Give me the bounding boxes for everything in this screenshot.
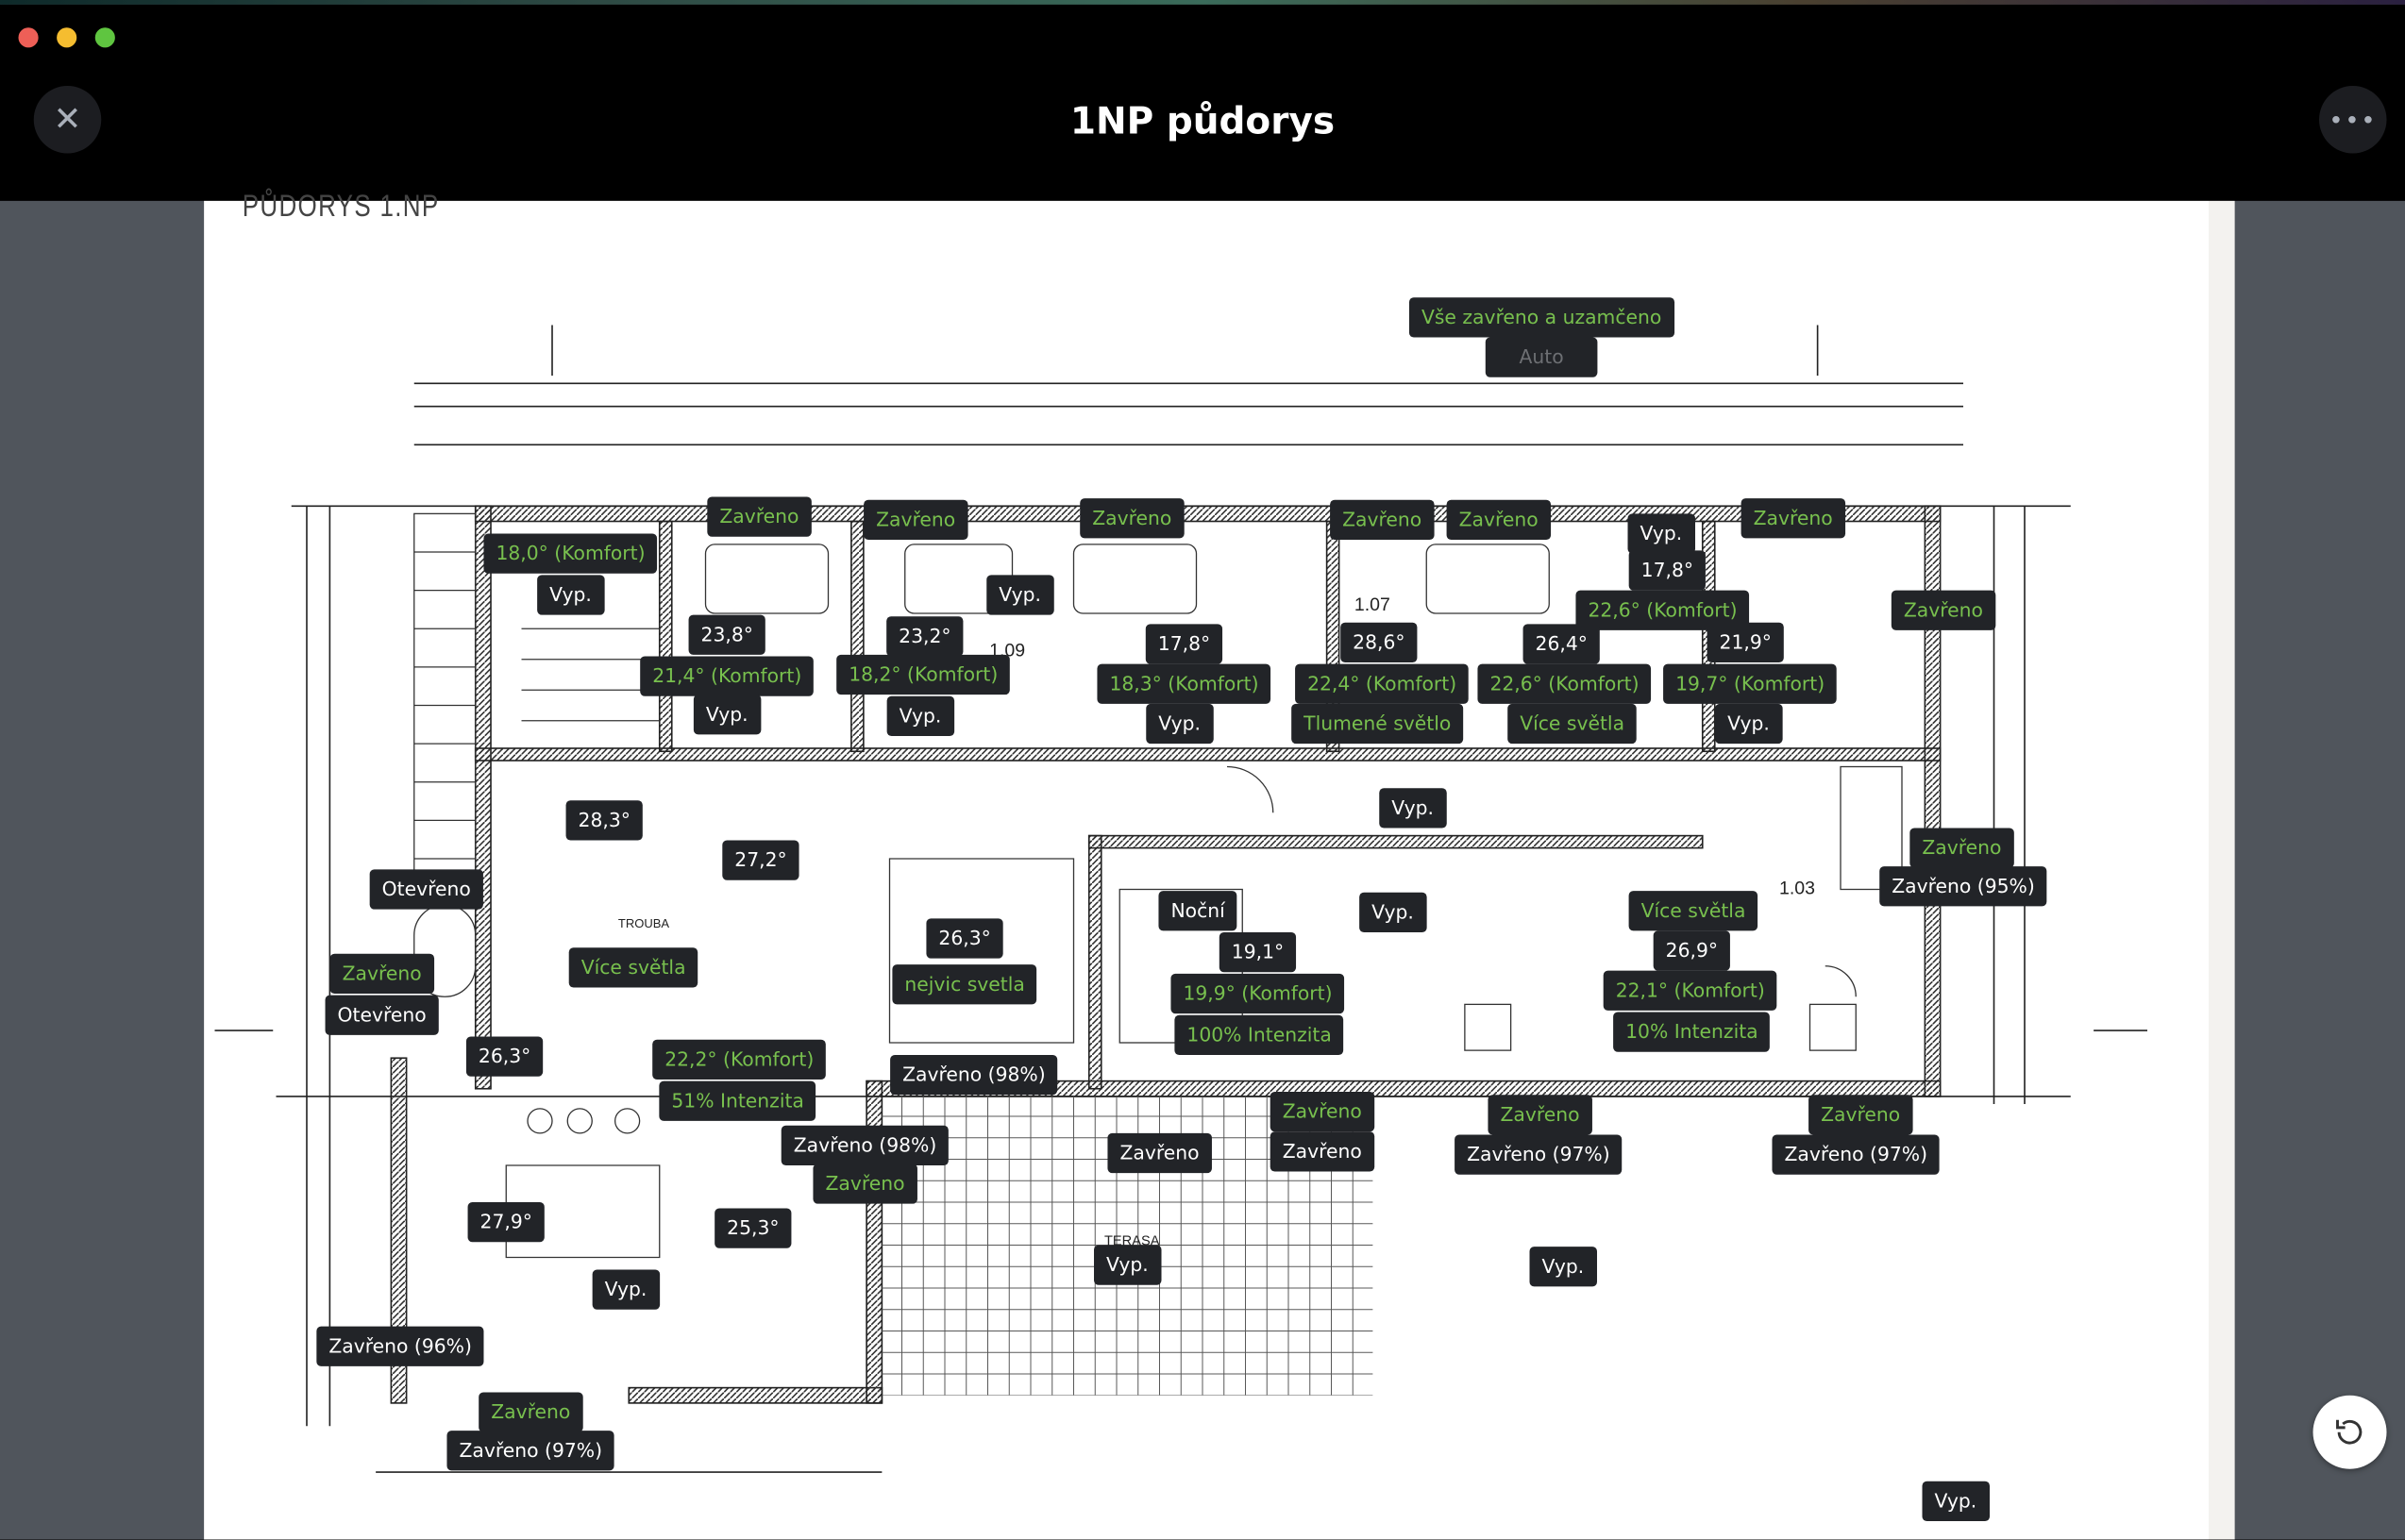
thermostat-label[interactable]: 22,6° (Komfort) [1477,663,1652,704]
temperature-label[interactable]: 21,9° [1707,622,1784,662]
light-scene-label[interactable]: Noční [1158,891,1237,931]
temperature-label[interactable]: 26,3° [926,918,1003,959]
window-status-label[interactable]: Zavřeno [1446,499,1551,540]
window-status-label[interactable]: Zavřeno [864,499,968,540]
blind-status-label[interactable]: Zavřeno (97%) [1455,1134,1623,1175]
refresh-icon [2336,1419,2363,1445]
temperature-label[interactable]: 28,3° [565,800,643,841]
thermostat-label[interactable]: 19,9° (Komfort) [1170,973,1345,1014]
window-status-label[interactable]: Zavřeno [1080,498,1185,539]
light-label[interactable]: Vyp. [1715,703,1782,745]
blind-status-label[interactable]: Zavřeno (97%) [446,1431,615,1471]
device-label[interactable]: Vyp. [537,575,604,615]
temperature-label[interactable]: 27,9° [467,1202,545,1243]
light-label[interactable]: Vyp. [592,1269,660,1310]
light-label[interactable]: Vyp. [1359,892,1426,932]
window-status-label[interactable]: Zavřeno [1909,828,2014,868]
blind-status-label[interactable]: Zavřeno [1107,1132,1212,1174]
temperature-label[interactable]: 23,2° [886,616,964,657]
more-button[interactable]: ••• [2319,86,2387,154]
window-status-label[interactable]: Zavřeno [479,1392,583,1432]
temperature-label[interactable]: 28,6° [1340,622,1418,662]
window-status-label[interactable]: Zavřeno [329,953,434,994]
temperature-label[interactable]: 26,3° [465,1036,544,1077]
security-mode-label[interactable]: Auto [1485,337,1598,377]
thermostat-label[interactable]: 22,4° (Komfort) [1295,663,1470,704]
light-intensity-label[interactable]: 51% Intenzita [659,1080,816,1121]
temperature-label[interactable]: 17,8° [1628,550,1707,591]
thermostat-label[interactable]: 18,0° (Komfort) [483,533,658,574]
light-scene-label[interactable]: Více světla [1628,891,1758,931]
window-status-label[interactable]: Zavřeno [1808,1095,1913,1135]
window-status-label[interactable]: Zavřeno [1488,1095,1592,1135]
svg-text:TROUBA: TROUBA [618,916,670,930]
light-label[interactable]: Vyp. [1094,1245,1161,1285]
page-title: 1NP půdorys [1069,99,1336,143]
security-status-label[interactable]: Vše zavřeno a uzamčeno [1408,297,1674,338]
temperature-label[interactable]: 26,4° [1522,624,1600,664]
light-scene-label[interactable]: nejvic svetla [892,964,1037,1005]
blind-status-label[interactable]: Zavřeno (98%) [781,1125,950,1165]
refresh-button[interactable] [2312,1395,2387,1469]
window-zoom-dot[interactable] [94,27,115,48]
thermostat-label[interactable]: 19,7° (Komfort) [1663,663,1838,704]
thermostat-label[interactable]: 22,2° (Komfort) [652,1039,827,1080]
temperature-label[interactable]: 23,8° [688,614,765,655]
light-label[interactable]: Vyp. [986,575,1053,615]
header-bar: 1NP půdorys [0,4,2405,201]
paper-edge [2209,200,2235,1540]
light-scene-label[interactable]: Více světla [568,947,698,988]
svg-text:1.07: 1.07 [1354,594,1390,615]
window-status-label[interactable]: Zavřeno [1741,498,1845,539]
light-label[interactable]: Vyp. [1379,788,1446,829]
light-scene-label[interactable]: Více světla [1507,703,1638,745]
blind-status-label[interactable]: Zavřeno [1270,1131,1374,1172]
blind-status-label[interactable]: Zavřeno (96%) [316,1326,484,1366]
thermostat-label[interactable]: 22,1° (Komfort) [1603,970,1777,1011]
light-scene-label[interactable]: Tlumené světlo [1291,703,1464,745]
window-status-label[interactable]: Zavřeno [1270,1092,1374,1132]
close-button[interactable]: ✕ [33,86,102,154]
window-close-dot[interactable] [18,27,39,48]
door-status-label[interactable]: Otevřeno [325,995,439,1035]
temperature-label[interactable]: 19,1° [1219,932,1297,973]
svg-text:1.03: 1.03 [1779,878,1815,898]
temperature-label[interactable]: 17,8° [1145,624,1223,664]
close-icon: ✕ [53,100,82,140]
light-label[interactable]: Vyp. [1627,513,1695,554]
blind-status-label[interactable]: Zavřeno (95%) [1879,866,2047,907]
light-label[interactable]: Vyp. [1529,1247,1597,1287]
light-label[interactable]: Vyp. [1922,1481,1990,1521]
light-label[interactable]: Vyp. [693,695,761,735]
window-status-label[interactable]: Zavřeno [707,496,812,537]
thermostat-label[interactable]: 18,2° (Komfort) [836,654,1011,695]
temperature-label[interactable]: 27,2° [722,840,799,880]
window-status-label[interactable]: Zavřeno [1891,590,1995,630]
top-strip [0,0,2405,5]
thermostat-label[interactable]: 18,3° (Komfort) [1097,663,1271,704]
thermostat-label[interactable]: 21,4° (Komfort) [640,656,815,696]
window-status-label[interactable]: Zavřeno [813,1163,917,1204]
temperature-label[interactable]: 25,3° [715,1208,792,1248]
blind-status-label[interactable]: Zavřeno (98%) [890,1055,1058,1096]
light-intensity-label[interactable]: 100% Intenzita [1174,1014,1344,1055]
door-status-label[interactable]: Otevřeno [369,869,483,910]
light-intensity-label[interactable]: 10% Intenzita [1613,1012,1771,1052]
temperature-label[interactable]: 26,9° [1653,930,1731,971]
window-status-label[interactable]: Zavřeno [1330,499,1435,540]
light-label[interactable]: Vyp. [886,695,954,736]
plan-heading: PŮDORYS 1.NP [242,190,440,225]
light-label[interactable]: Vyp. [1146,703,1213,745]
window-minimize-dot[interactable] [57,27,77,48]
more-icon: ••• [2329,105,2378,135]
blind-status-label[interactable]: Zavřeno (97%) [1772,1134,1941,1175]
